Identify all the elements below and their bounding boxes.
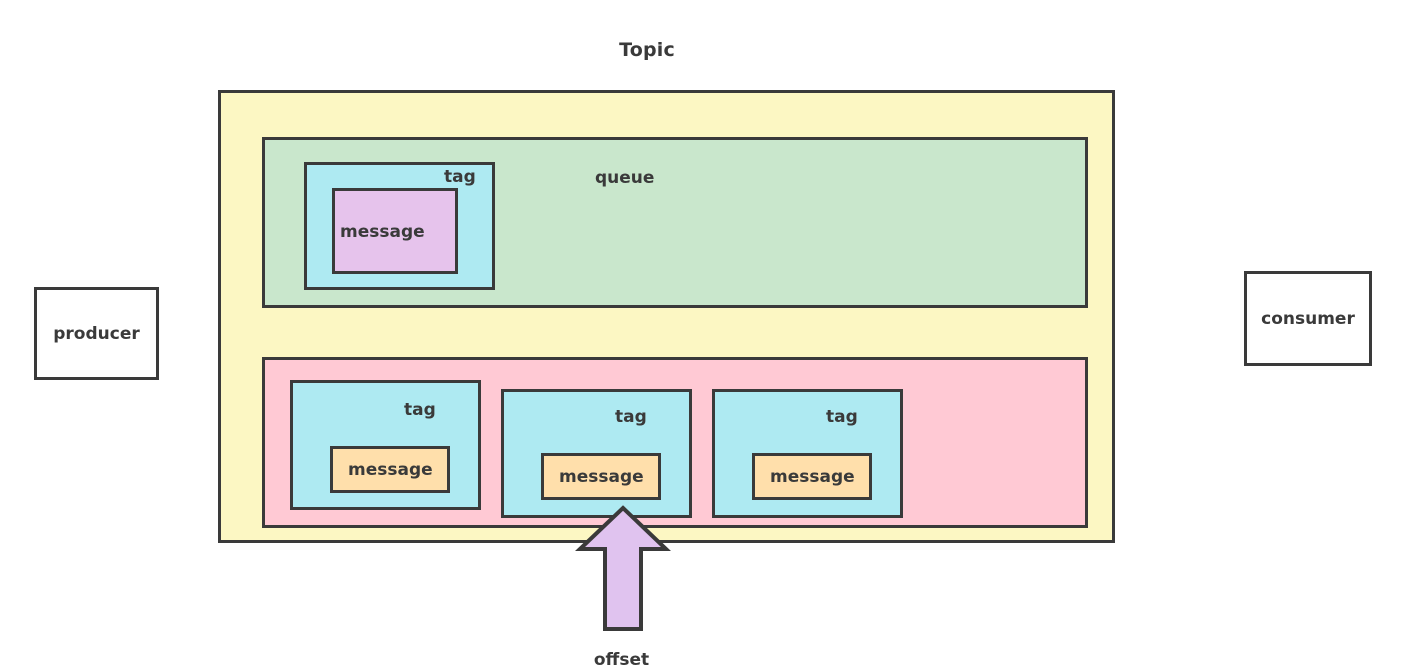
page-title: Topic bbox=[619, 39, 675, 61]
queue-label: queue bbox=[595, 168, 655, 188]
queue-message-label: message bbox=[340, 222, 425, 242]
producer-label: producer bbox=[53, 323, 140, 344]
producer-node[interactable]: producer bbox=[34, 287, 159, 380]
partition-message-box-2[interactable] bbox=[541, 453, 661, 500]
partition-message-box-3[interactable] bbox=[752, 453, 872, 500]
partition-tag-label-3: tag bbox=[826, 407, 858, 427]
queue-message-box[interactable] bbox=[332, 188, 458, 274]
partition-message-label-2: message bbox=[559, 467, 644, 487]
offset-label: offset bbox=[593, 650, 650, 670]
partition-message-label-3: message bbox=[770, 467, 855, 487]
queue-tag-label: tag bbox=[444, 167, 476, 187]
partition-message-label-1: message bbox=[348, 460, 433, 480]
consumer-label: consumer bbox=[1261, 308, 1355, 329]
partition-tag-label-1: tag bbox=[404, 400, 436, 420]
partition-message-box-1[interactable] bbox=[330, 446, 450, 493]
partition-tag-label-2: tag bbox=[615, 407, 647, 427]
consumer-node[interactable]: consumer bbox=[1244, 271, 1372, 366]
